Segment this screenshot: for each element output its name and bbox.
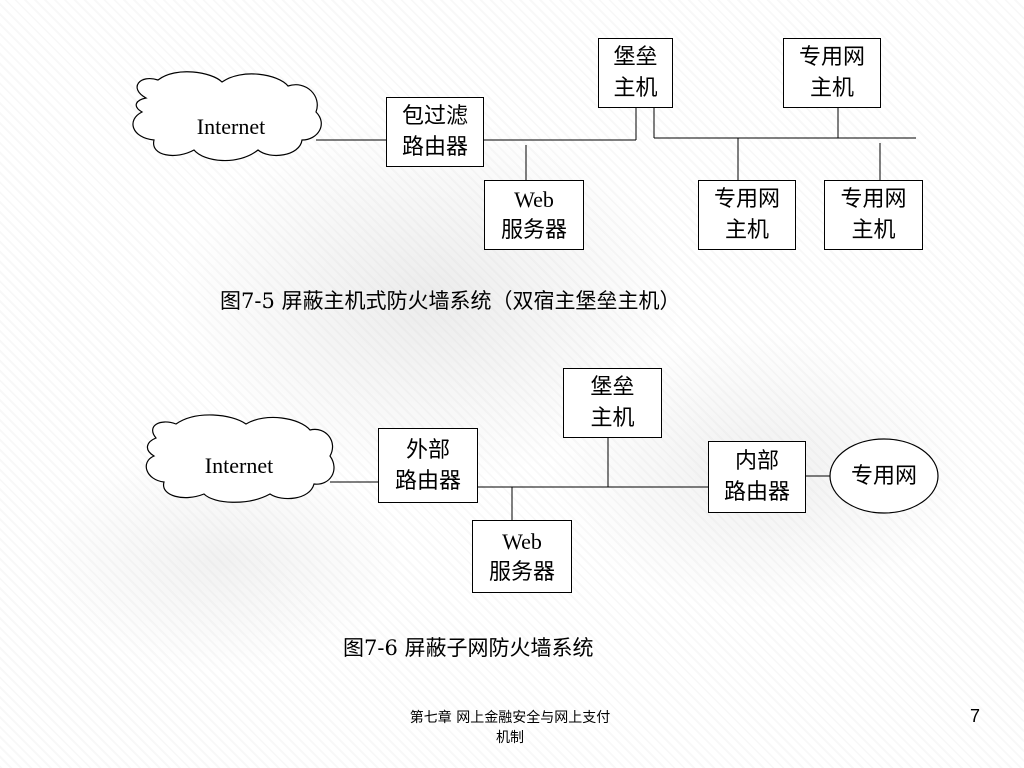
private-host-br-line2: 主机	[851, 218, 896, 243]
private-host-br-line1: 专用网	[840, 187, 907, 212]
bastion-host-1-line2: 主机	[613, 76, 658, 101]
private-host-top-box: 专用网 主机	[783, 38, 881, 108]
bastion-host-box-1: 堡垒 主机	[598, 38, 673, 108]
internet-cloud-1	[132, 71, 322, 162]
private-host-bottom-right-box: 专用网 主机	[824, 180, 923, 250]
footer-line1: 第七章 网上金融安全与网上支付	[409, 710, 611, 726]
footer-line2: 机制	[496, 730, 524, 746]
private-host-top-line1: 专用网	[798, 45, 865, 70]
private-host-bl-line2: 主机	[724, 218, 769, 243]
private-net-ellipse	[829, 438, 939, 514]
packet-filter-router-line1: 包过滤	[401, 104, 468, 129]
inner-router-line2: 路由器	[723, 480, 790, 505]
bastion-host-box-2: 堡垒 主机	[563, 368, 662, 438]
outer-router-box: 外部 路由器	[378, 428, 478, 503]
private-host-bl-line1: 专用网	[713, 187, 780, 212]
packet-filter-router-line2: 路由器	[401, 135, 468, 160]
private-host-bottom-left-box: 专用网 主机	[698, 180, 796, 250]
web-server-2-line1: Web	[502, 528, 542, 554]
web-server-1-line1: Web	[514, 187, 554, 212]
private-net-label: 专用网	[850, 463, 917, 488]
inner-router-line1: 内部	[734, 449, 779, 474]
web-server-box-2: Web 服务器	[472, 520, 572, 593]
inner-router-box: 内部 路由器	[708, 441, 806, 513]
outer-router-line1: 外部	[405, 437, 450, 463]
bastion-host-1-line1: 堡垒	[613, 45, 658, 70]
caption-figure-7-5: 图7-5 屏蔽主机式防火墙系统（双宿主堡垒主机）	[220, 289, 681, 313]
internet-label-1: Internet	[196, 114, 266, 139]
bastion-host-2-line1: 堡垒	[590, 375, 635, 400]
packet-filter-router-box: 包过滤 路由器	[386, 97, 484, 167]
outer-router-line2: 路由器	[394, 468, 461, 494]
web-server-box-1: Web 服务器	[484, 180, 584, 250]
internet-label-2: Internet	[204, 453, 274, 478]
web-server-2-line2: 服务器	[488, 559, 555, 585]
private-host-top-line2: 主机	[809, 76, 854, 101]
bastion-host-2-line2: 主机	[590, 406, 635, 431]
caption-figure-7-6: 图7-6 屏蔽子网防火墙系统	[343, 636, 594, 660]
internet-cloud-2	[145, 414, 335, 503]
web-server-1-line2: 服务器	[500, 218, 567, 243]
page-number: 7	[969, 706, 980, 726]
footer-chapter-title: 第七章 网上金融安全与网上支付 机制	[340, 708, 680, 748]
